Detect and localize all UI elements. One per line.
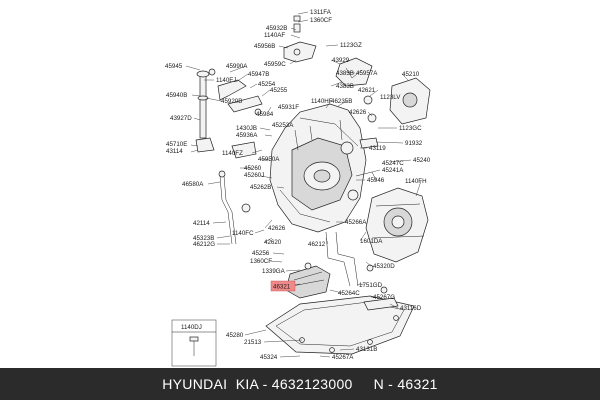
footer-text: HYUNDAI KIA - 4632123000 N - 46321	[162, 376, 438, 392]
label-45940B: 45940B	[166, 92, 187, 99]
upper-bracket	[283, 15, 373, 87]
label-1140AF: 1140AF	[264, 32, 285, 39]
parts-diagram: 1311FA 1360CF 45932B 1140AF 1123GZ 45956…	[165, 9, 431, 367]
oil-cooler-pipes	[325, 231, 374, 287]
label-45266A: 45266A	[345, 219, 367, 226]
label-42626-top: 42626	[349, 109, 367, 116]
part-number-footer: HYUNDAI KIA - 4632123000 N - 46321	[0, 368, 600, 400]
label-46580A: 46580A	[182, 181, 204, 188]
label-91932: 91932	[405, 140, 423, 147]
label-45959C: 45959C	[264, 61, 286, 68]
oil-filter	[285, 262, 331, 299]
label-46321: 46321	[273, 284, 291, 291]
label-45267A: 45267A	[332, 354, 354, 361]
label-1140FZ: 1140FZ	[222, 150, 243, 157]
dipstick-tube	[218, 170, 251, 245]
label-45210: 45210	[402, 71, 420, 78]
label-45323B: 45323B	[193, 235, 214, 242]
label-46235B: 46235B	[331, 98, 352, 105]
bolt-inset	[171, 319, 217, 367]
label-45950A: 45950A	[258, 156, 280, 163]
label-45984: 45984	[256, 111, 274, 118]
right-top-housing	[355, 77, 431, 181]
label-1601DA: 1601DA	[360, 238, 383, 245]
label-45945: 45945	[165, 63, 183, 70]
label-46212: 46212	[308, 241, 326, 248]
label-45324: 45324	[260, 354, 278, 361]
label-45946: 45946	[367, 177, 385, 184]
label-45253A: 45253A	[272, 122, 294, 129]
label-43927D: 43927D	[170, 115, 192, 122]
highlight-46321	[270, 280, 296, 292]
label-45255: 45255	[270, 87, 288, 94]
label-42626-mid: 42626	[268, 225, 286, 232]
label-43131B: 43131B	[356, 346, 377, 353]
label-1311FA: 1311FA	[310, 9, 332, 16]
label-45262B: 45262B	[250, 184, 271, 191]
oil-pan	[265, 295, 415, 355]
label-45267G: 45267G	[373, 294, 395, 301]
label-1360CF-mid: 1360CF	[250, 258, 272, 265]
label-1140DJ: 1140DJ	[181, 324, 202, 331]
label-45241A: 45241A	[382, 167, 404, 174]
label-45260: 45260	[244, 165, 262, 172]
label-21513: 21513	[244, 339, 262, 346]
label-1123LV: 1123LV	[380, 94, 401, 101]
label-1339GA: 1339GA	[262, 268, 286, 275]
label-45256: 45256	[252, 250, 270, 257]
shift-shaft-assembly	[195, 68, 263, 159]
label-45957A: 45957A	[356, 70, 378, 77]
label-45264C: 45264C	[338, 290, 360, 297]
label-45247C: 45247C	[382, 160, 404, 167]
label-43119: 43119	[369, 145, 386, 152]
label-45240: 45240	[413, 157, 431, 164]
label-4383B-a: 4383B	[336, 70, 354, 77]
label-45710E: 45710E	[166, 141, 187, 148]
label-45956B: 45956B	[254, 43, 275, 50]
label-1360CF-top: 1360CF	[310, 17, 332, 24]
label-43114: 43114	[166, 148, 183, 155]
transmission-case	[269, 103, 367, 233]
label-1123GZ: 1123GZ	[340, 42, 362, 49]
label-46212G: 46212G	[193, 241, 215, 248]
label-1430JB: 1430JB	[236, 125, 257, 132]
label-45931F: 45931F	[278, 104, 299, 111]
label-4383B-b: 4383B	[336, 83, 354, 90]
leader-lines	[185, 11, 422, 358]
label-45260J: 45260J	[244, 172, 264, 179]
label-1140EJ: 1140EJ	[216, 77, 237, 84]
label-42114: 42114	[193, 220, 210, 227]
bracket-small	[363, 286, 399, 311]
label-1140FC: 1140FC	[232, 230, 254, 237]
label-43116D: 43116D	[400, 305, 422, 312]
label-42620: 42620	[264, 239, 282, 246]
label-1140HF: 1140HF	[311, 98, 333, 105]
label-45932B: 45932B	[266, 25, 287, 32]
label-43929: 43929	[332, 57, 350, 64]
label-1140FH: 1140FH	[405, 178, 427, 185]
label-45990A: 45990A	[226, 63, 248, 70]
label-45936A: 45936A	[236, 132, 258, 139]
label-42621: 42621	[358, 87, 376, 94]
label-45280: 45280	[226, 332, 244, 339]
label-1123GC: 1123GC	[399, 125, 422, 132]
label-45254: 45254	[258, 81, 276, 88]
label-45920B: 45920B	[221, 98, 242, 105]
part-labels: 1311FA 1360CF 45932B 1140AF 1123GZ 45956…	[165, 9, 431, 361]
label-1751GD: 1751GD	[359, 282, 383, 289]
right-cover	[365, 187, 429, 263]
label-45947B: 45947B	[248, 71, 269, 78]
label-45320D: 45320D	[373, 263, 395, 270]
